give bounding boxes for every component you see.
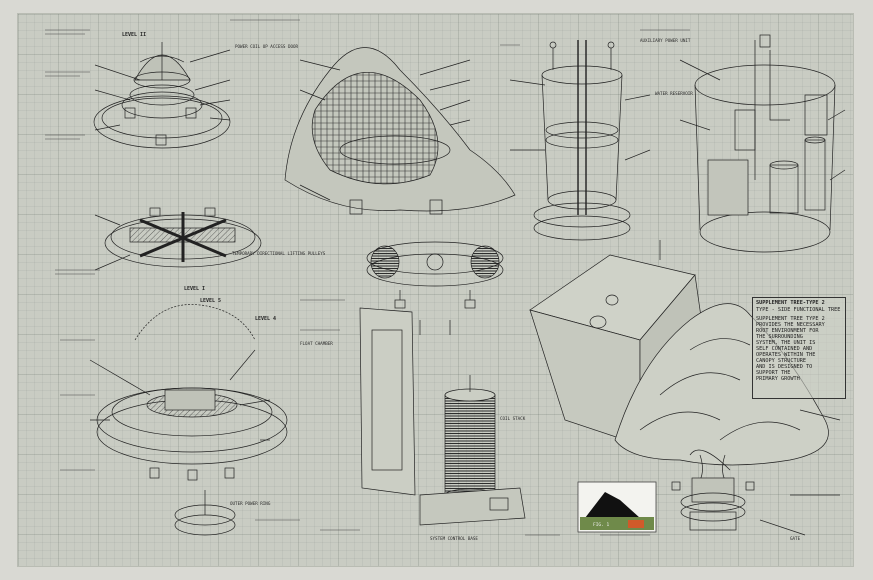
label-power-coil: POWER COIL UP ACCESS DOOR: [235, 44, 299, 49]
machinery-chamber: [679, 34, 846, 253]
spec-box: SUPPLEMENT TREE-TYPE 2 TYPE - SIDE FUNCT…: [752, 297, 846, 399]
tree-with-maze: [284, 47, 516, 215]
label-level-5: LEVEL 5: [200, 298, 221, 304]
top-left-unit: [93, 42, 231, 149]
label-level-ii: LEVEL II: [122, 32, 146, 38]
annotation-lines: [45, 19, 690, 536]
label-aux-power: AUXILIARY POWER UNIT: [640, 38, 691, 43]
star-disc: [94, 207, 262, 271]
mountain-photo-icon: FIG. 1: [577, 481, 657, 533]
pulley-assembly: [366, 241, 504, 335]
cylinder-column: [509, 40, 651, 241]
label-float-chamber: FLOAT CHAMBER: [300, 341, 333, 346]
spec-body: SUPPLEMENT TREE TYPE 2 PROVIDES THE NECE…: [756, 316, 825, 382]
label-level-i: LEVEL I: [184, 286, 205, 292]
label-control-base: SYSTEM CONTROL BASE: [430, 536, 478, 541]
drawing-sheet: [18, 14, 853, 566]
photo-caption: FIG. 1: [593, 522, 610, 528]
label-level-4: LEVEL 4: [255, 316, 276, 322]
spec-title: SUPPLEMENT TREE-TYPE 2: [756, 300, 825, 306]
label-coil-stack: COIL STACK: [500, 416, 526, 421]
ring-platform: [89, 304, 288, 536]
panel-and-coil: [359, 307, 526, 526]
spec-subtitle: TYPE - SIDE FUNCTIONAL TREE: [756, 307, 841, 313]
label-outer-ring: OUTER POWER RING: [230, 501, 271, 506]
label-water: WATER RESERVOIR: [655, 91, 693, 96]
label-pulleys: TEMPORARY DIRECTIONAL LIFTING PULLEYS: [232, 251, 326, 256]
label-gate: GATE: [790, 536, 801, 541]
